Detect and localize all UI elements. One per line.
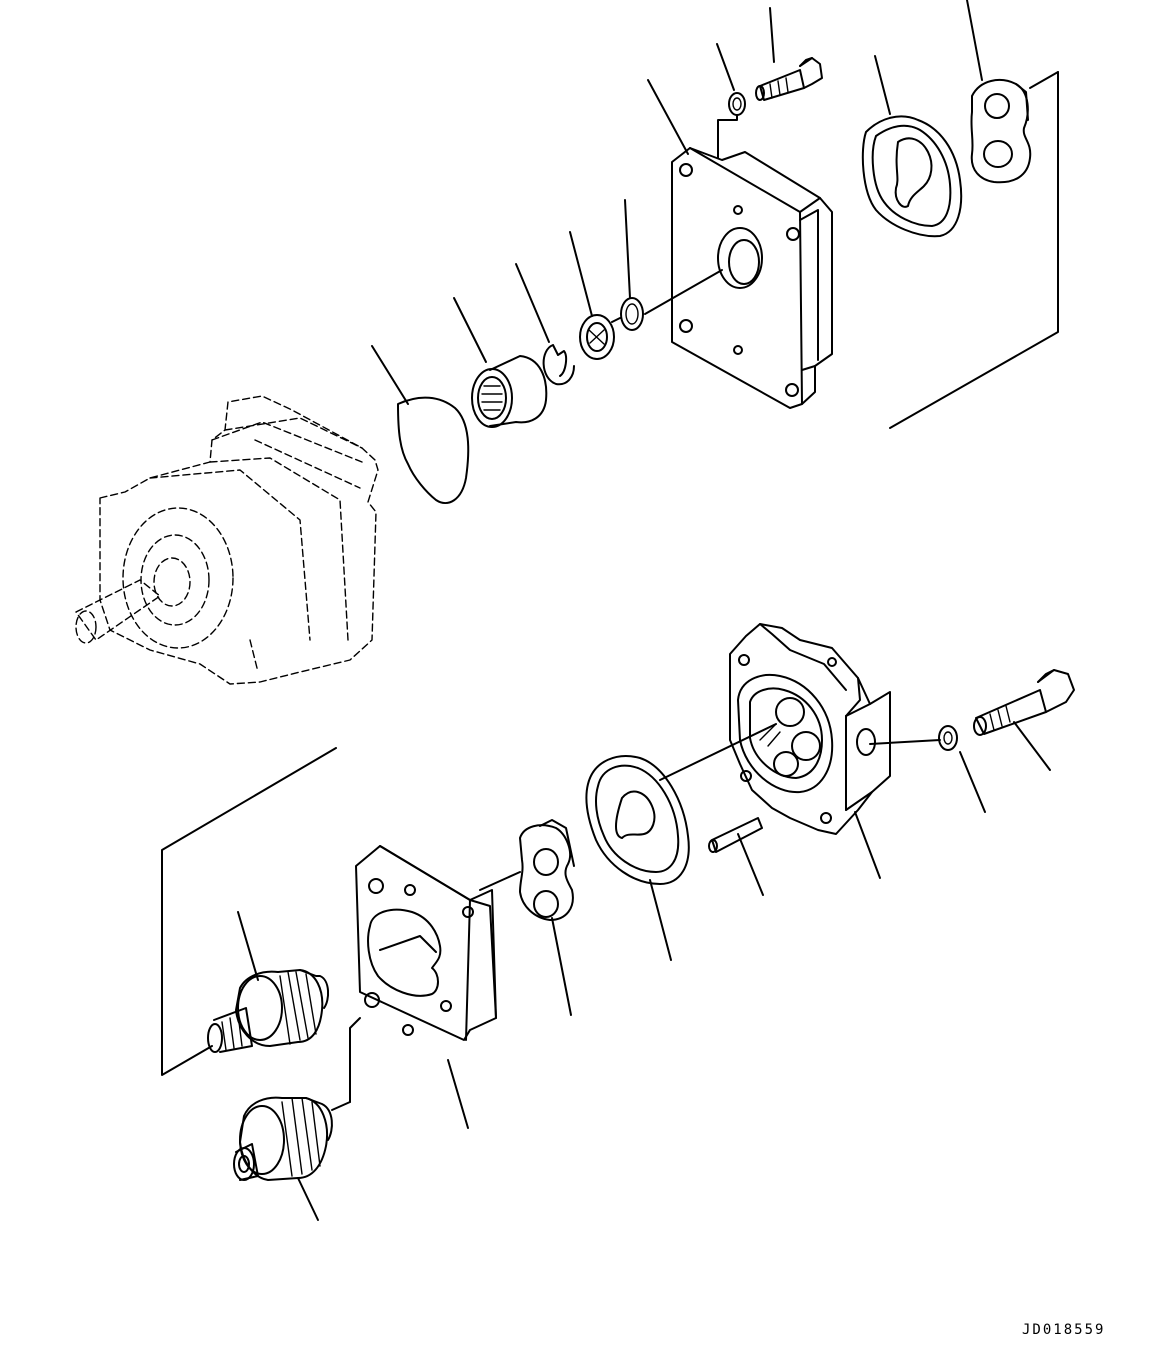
pump-housing-lower [729,623,891,835]
bolt-upper [755,57,823,101]
gear-housing-plate [355,845,497,1041]
pump-body-reference [75,395,379,685]
drawing-code: JD018559 [1022,1322,1106,1338]
wear-plate-upper [970,79,1032,184]
washer-upper [728,92,746,116]
bolt-lower [973,669,1075,736]
wear-plate-lower [519,819,575,921]
flat-seal-upper [397,396,470,505]
gasket-upper [861,115,963,238]
bearing [471,355,548,428]
driven-gear [233,1096,333,1181]
lower-leader-lines [161,721,1051,1221]
washer-lower [938,725,958,751]
drive-gear [207,969,330,1053]
cover-plate [671,147,833,409]
dowel-pin [708,817,763,853]
oil-seal [579,314,615,360]
upper-leader-lines [371,0,1059,429]
snap-ring [542,344,575,386]
small-o-ring [620,297,644,331]
small-o-ring-inner [625,303,639,325]
gasket-lower [585,755,690,885]
